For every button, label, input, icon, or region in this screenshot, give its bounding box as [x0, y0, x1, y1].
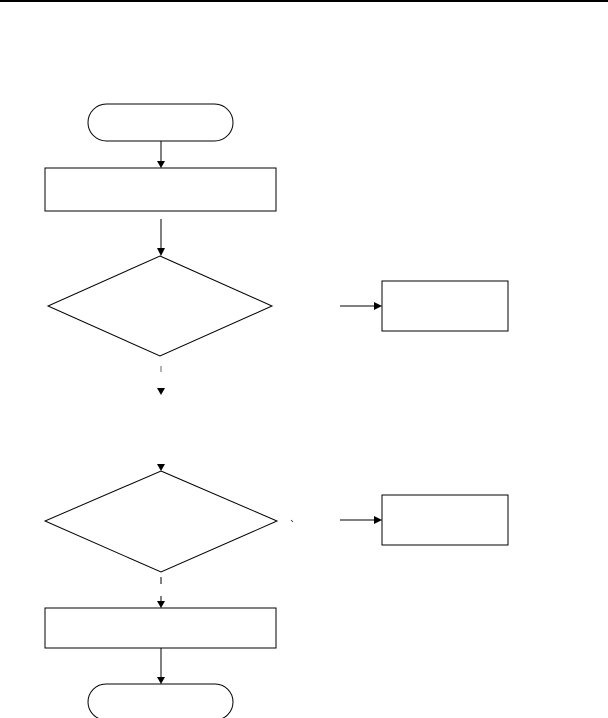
edge-decision-2-to-process-2	[157, 577, 165, 608]
side-box-2-box	[381, 494, 509, 546]
node-process-2	[44, 607, 277, 649]
arrowhead	[157, 388, 165, 395]
arrowhead	[157, 464, 165, 471]
edge-decision-1-to-decision-2	[157, 366, 165, 471]
edge-start-to-process-1	[157, 141, 165, 168]
edge-decision-2-to-side-box-2	[290, 516, 382, 524]
edge-tick	[290, 519, 294, 523]
arrowhead	[157, 677, 165, 684]
edge-decision-1-to-side-box-1	[340, 302, 382, 310]
arrowhead	[157, 248, 165, 256]
decision-2-diamond	[43, 470, 279, 573]
edge-process-1-to-decision-1	[157, 219, 165, 256]
arrowhead	[374, 302, 382, 310]
arrowhead	[374, 516, 382, 524]
node-decision-2	[43, 470, 279, 573]
node-process-1	[44, 167, 277, 212]
node-side-box-1	[381, 280, 509, 332]
process-2-box	[44, 607, 277, 649]
process-1-box	[44, 167, 277, 212]
top-rule	[0, 0, 608, 2]
node-side-box-2	[381, 494, 509, 546]
arrowhead	[157, 161, 165, 168]
edge-process-2-to-end	[157, 648, 165, 684]
node-start	[87, 103, 234, 142]
side-box-1-box	[381, 280, 509, 332]
node-decision-1	[46, 255, 274, 357]
node-end	[87, 683, 234, 718]
end-terminator	[87, 683, 234, 718]
decision-1-diamond	[46, 255, 274, 357]
start-terminator	[87, 103, 234, 142]
arrowhead	[157, 601, 165, 608]
